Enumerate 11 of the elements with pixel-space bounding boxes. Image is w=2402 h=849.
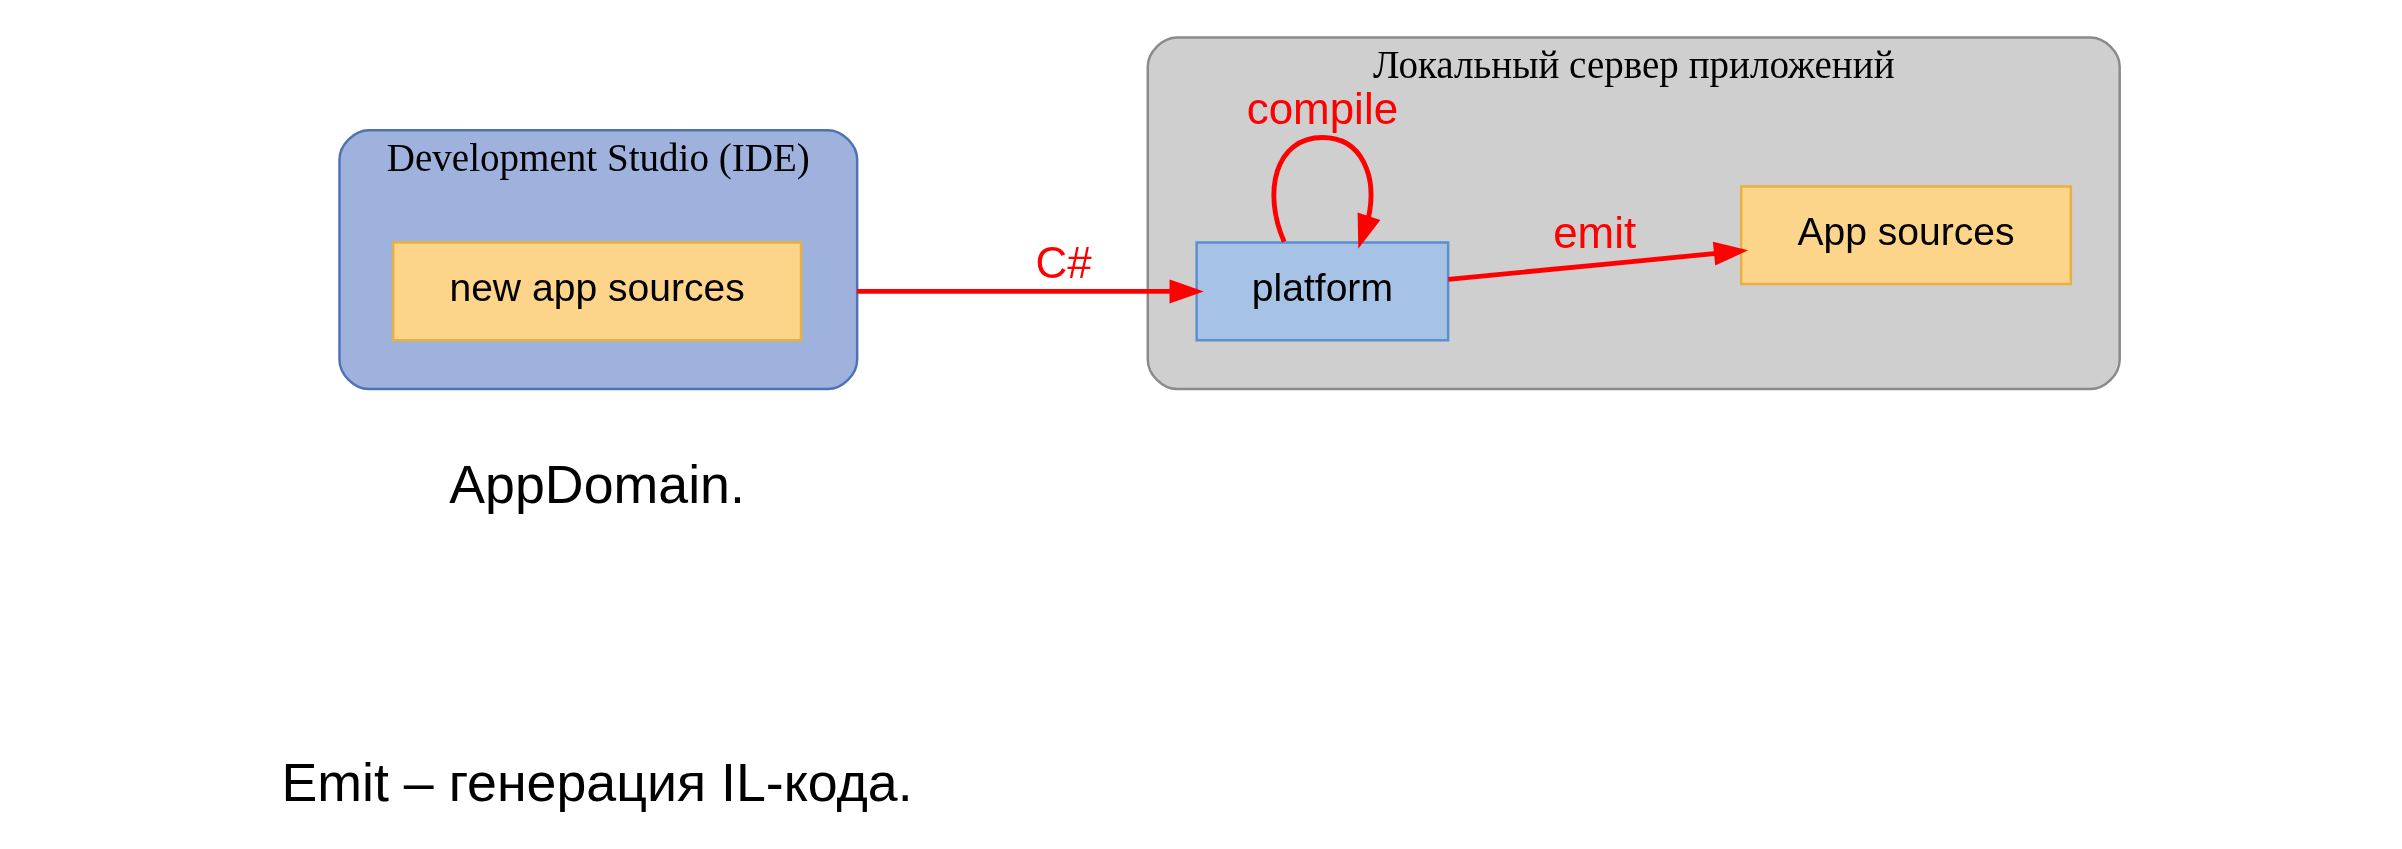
node-box: platform xyxy=(1194,241,1449,342)
node-box: new app sources xyxy=(391,241,802,342)
arrow xyxy=(1270,135,1380,249)
arrow xyxy=(1447,241,1748,282)
arrow xyxy=(856,279,1204,304)
edge-label: C# xyxy=(1034,237,1092,287)
edge-label: emit xyxy=(1552,208,1636,258)
label: Emit – генерация IL-кода. xyxy=(281,751,913,812)
node-box: App sources xyxy=(1739,185,2072,286)
label: AppDomain. xyxy=(448,453,745,514)
edge-label: compile xyxy=(1246,83,1398,133)
